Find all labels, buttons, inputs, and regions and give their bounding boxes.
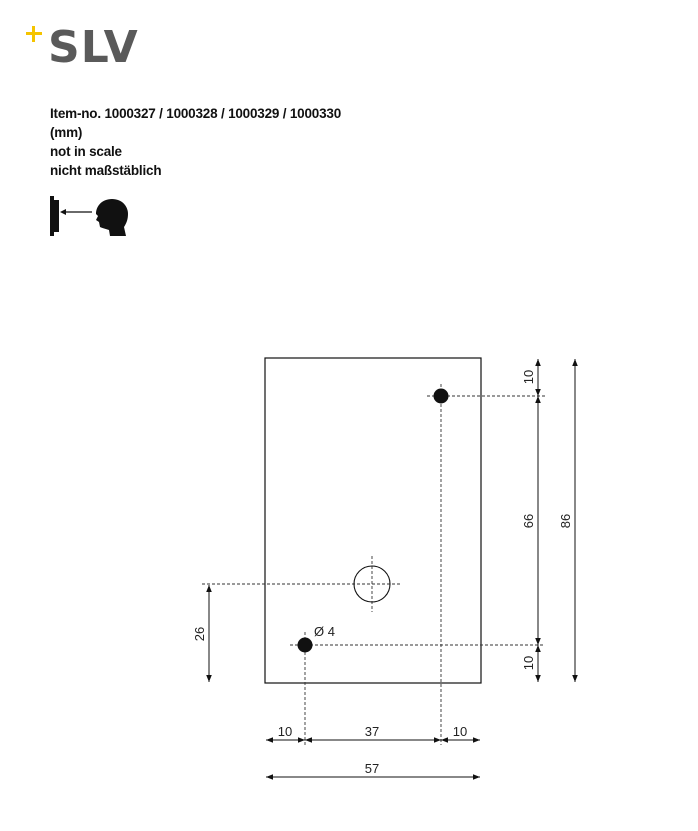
item-info: Item-no. 1000327 / 1000328 / 1000329 / 1…	[50, 104, 341, 180]
dim-hole-spacing-vertical: 66	[521, 514, 536, 528]
dim-total-height: 86	[558, 514, 573, 528]
wall-mount-viewer-icon	[50, 196, 128, 236]
construction-lines	[202, 384, 545, 745]
dim-left-margin: 10	[278, 724, 292, 739]
dim-total-width: 57	[365, 761, 379, 776]
brand-name: SLV	[48, 22, 139, 73]
logo-star-icon	[26, 26, 42, 42]
scale-note-de: nicht maßstäblich	[50, 163, 162, 178]
dim-top-margin: 10	[521, 370, 536, 384]
scale-note-en: not in scale	[50, 144, 122, 159]
item-number: Item-no. 1000327 / 1000328 / 1000329 / 1…	[50, 106, 342, 121]
dim-hole-spacing-horizontal: 37	[365, 724, 379, 739]
dim-center-height: 26	[192, 627, 207, 641]
dim-right-margin: 10	[453, 724, 467, 739]
center-cable-opening	[353, 565, 391, 603]
dimension-lines	[206, 359, 578, 780]
dim-hole-diameter: Ø 4	[314, 624, 335, 639]
mounting-hole-bottom	[297, 637, 313, 653]
slv-logo	[26, 26, 42, 42]
mounting-plate-outline	[264, 357, 482, 684]
unit-note: (mm)	[50, 125, 83, 140]
dim-bottom-margin: 10	[521, 656, 536, 670]
mounting-hole-top	[433, 388, 449, 404]
